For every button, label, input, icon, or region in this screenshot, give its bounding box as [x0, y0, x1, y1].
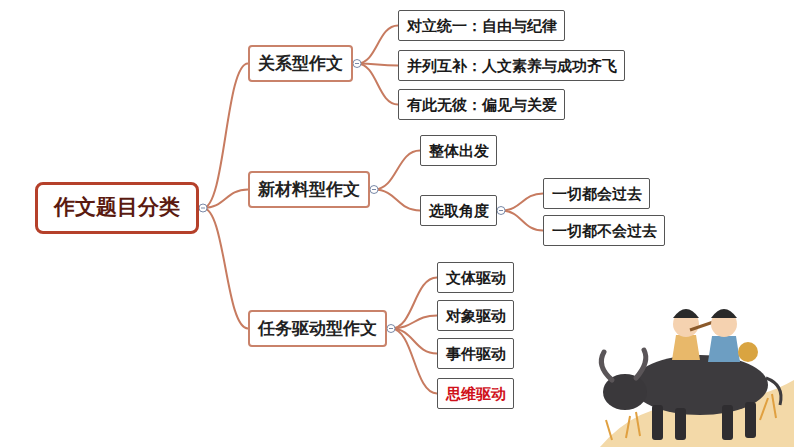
node-label: 任务驱动型作文: [258, 318, 377, 338]
node-label: 对立统一：自由与纪律: [407, 17, 557, 35]
leaf-box: 一切都不会过去: [543, 215, 665, 246]
collapse-marker: [387, 325, 395, 333]
node-label: 对象驱动: [446, 307, 506, 325]
node-label: 一切都会过去: [552, 185, 642, 203]
collapse-marker: [353, 60, 361, 68]
leaf-box: 文体驱动: [437, 262, 514, 293]
node-label: 事件驱动: [446, 345, 506, 363]
branch-connector: [501, 211, 543, 231]
leaf-box: 整体出发: [420, 135, 497, 166]
branch-connector: [374, 151, 420, 190]
node-label: 选取角度: [429, 202, 489, 220]
branch-connector: [501, 194, 543, 211]
leaf-box: 有此无彼：偏见与关爱: [398, 89, 565, 120]
collapse-marker: [370, 186, 378, 194]
leaf-box: 并列互补：人文素养与成功齐飞: [398, 50, 625, 81]
branch-connector: [357, 64, 398, 105]
branch-connector: [391, 329, 437, 354]
collapse-marker: [497, 207, 505, 215]
buffalo-horn: [601, 352, 612, 380]
node-label: 一切都不会过去: [552, 222, 657, 240]
branch-connector: [391, 329, 437, 394]
branch-connector: [203, 64, 248, 209]
branch-connector: [203, 190, 248, 209]
buffalo-kids-illustration: [600, 309, 794, 447]
branch-connector: [391, 278, 437, 329]
leaf-box: 事件驱动: [437, 338, 514, 369]
buffalo-tail: [766, 378, 781, 405]
leaf-box: 选取角度: [420, 195, 497, 226]
branch-connector: [374, 190, 420, 211]
branch-connector: [391, 316, 437, 329]
node-label: 作文题目分类: [54, 195, 180, 220]
root-topic: 作文题目分类: [35, 182, 199, 234]
bundle: [738, 342, 758, 362]
node-label: 新材料型作文: [258, 179, 360, 199]
branch-connector: [357, 26, 398, 64]
leaf-box: 对象驱动: [437, 300, 514, 331]
child-back: [708, 309, 758, 362]
node-label: 并列互补：人文素养与成功齐飞: [407, 57, 617, 75]
branch-box: 关系型作文: [248, 45, 353, 82]
buffalo-horn: [636, 350, 646, 378]
node-label: 有此无彼：偏见与关爱: [407, 96, 557, 114]
collapse-marker: [199, 204, 207, 212]
leaf-box: 一切都会过去: [543, 178, 650, 209]
branch-connector: [203, 208, 248, 329]
node-label: 思维驱动: [446, 385, 506, 403]
leaf-box: 对立统一：自由与纪律: [398, 10, 565, 41]
branch-box: 任务驱动型作文: [248, 310, 387, 347]
node-label: 关系型作文: [258, 53, 343, 73]
buffalo-legs: [652, 402, 756, 440]
leaf-box: 思维驱动: [437, 378, 514, 409]
node-label: 文体驱动: [446, 269, 506, 287]
node-label: 整体出发: [429, 142, 489, 160]
branch-box: 新材料型作文: [248, 171, 370, 208]
